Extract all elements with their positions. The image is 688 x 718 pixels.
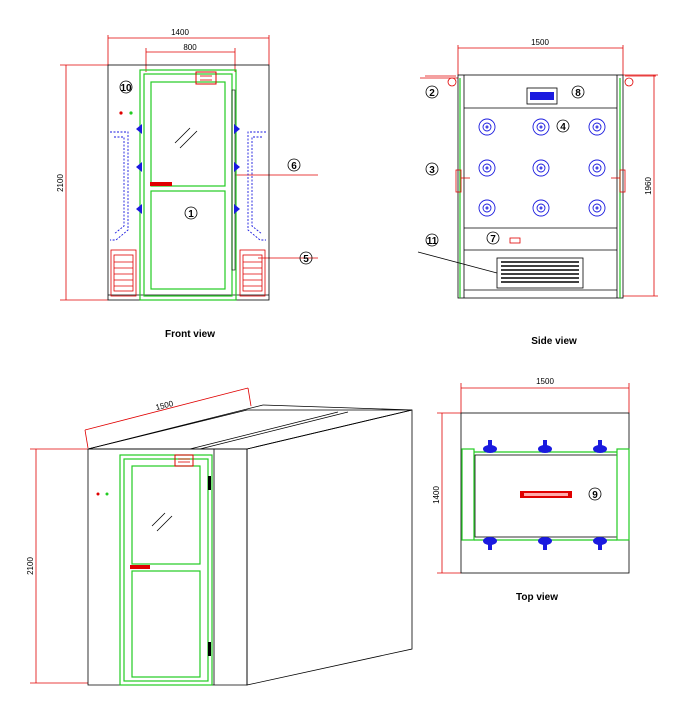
iso-view: 1500 2100: [26, 387, 413, 686]
top-view-caption: Top view: [516, 592, 558, 603]
callout-5: 5: [303, 254, 309, 265]
callout-3: 3: [429, 165, 435, 176]
side-width-dim: 1500: [531, 38, 549, 47]
side-view-caption: Side view: [531, 336, 577, 347]
callout-10: 10: [120, 83, 132, 94]
side-height-dim: 1960: [644, 177, 653, 195]
iso-depth-dim: 1500: [155, 399, 175, 412]
callout-9: 9: [592, 490, 598, 501]
iso-height-dim: 2100: [26, 557, 35, 575]
front-height-dim: 2100: [56, 174, 65, 192]
side-view: 1500 1960: [417, 38, 658, 347]
callout-8: 8: [575, 88, 581, 99]
front-view: 1400 800 2100: [56, 28, 318, 340]
callout-7: 7: [490, 234, 496, 245]
callout-1: 1: [188, 209, 194, 220]
front-door-dim: 800: [183, 43, 197, 52]
callout-2: 2: [429, 88, 435, 99]
callout-6: 6: [291, 161, 297, 172]
front-width-dim: 1400: [171, 28, 189, 37]
callout-11: 11: [427, 236, 438, 247]
front-view-caption: Front view: [165, 329, 215, 340]
top-depth-dim: 1400: [432, 486, 441, 504]
top-width-dim: 1500: [536, 377, 554, 386]
top-view: 1500 1400 9 Top view: [432, 377, 630, 603]
callout-4: 4: [560, 122, 566, 133]
